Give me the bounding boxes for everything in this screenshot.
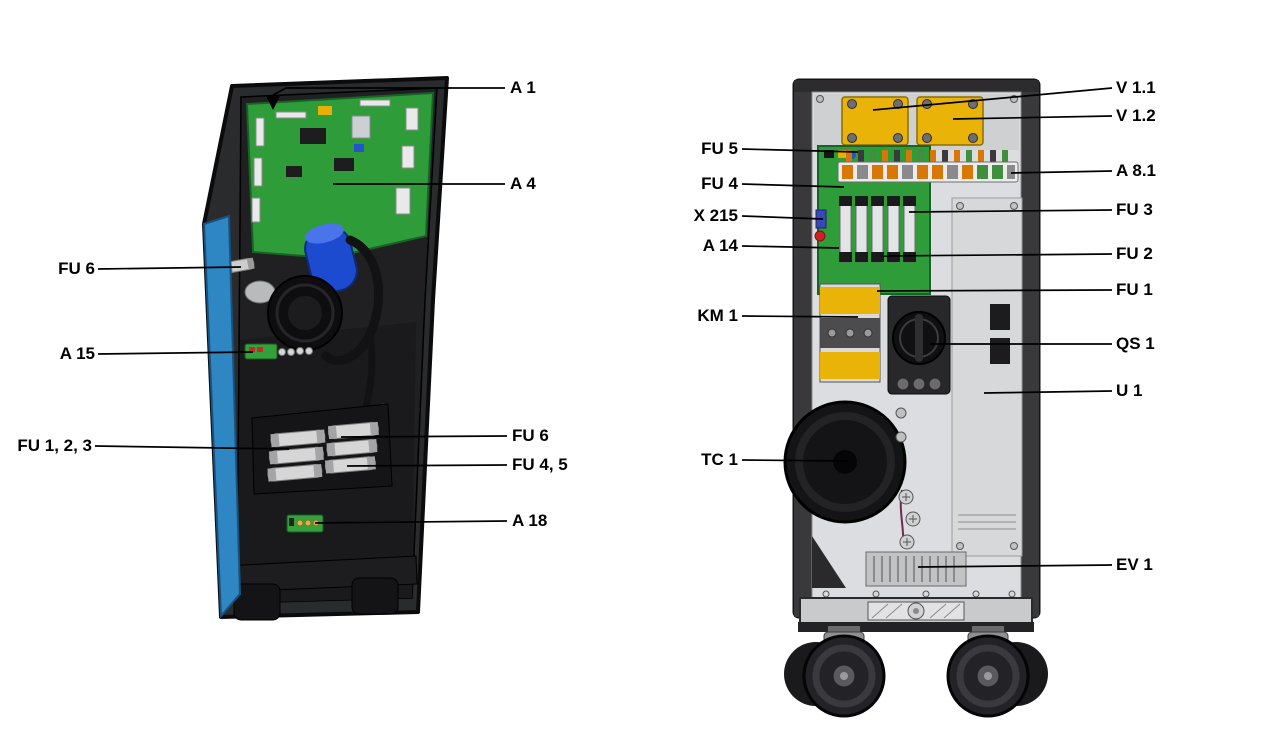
leader-a1 [272, 87, 505, 96]
capacitor [304, 223, 358, 294]
label-fu1: FU 1 [1116, 280, 1153, 299]
label-fu6-lower: FU 6 [512, 426, 549, 445]
label-ev1: EV 1 [1116, 555, 1153, 574]
leader-a15 [97, 351, 254, 355]
main-switch-qs1 [887, 295, 951, 395]
inverter-panel-u1 [951, 197, 1023, 557]
label-a14: A 14 [702, 236, 738, 255]
terminal-strip-a81 [837, 150, 1019, 183]
left-device [202, 76, 449, 621]
label-a81: A 8.1 [1116, 161, 1157, 180]
stud-terminals [895, 407, 921, 550]
leader-x215 [741, 215, 824, 220]
leader-fu1 [876, 289, 1113, 292]
leader-fu5 [741, 148, 859, 153]
label-v12: V 1.2 [1116, 106, 1156, 125]
base-and-casters [784, 597, 1048, 718]
rectifier-modules [814, 94, 1019, 150]
blue-side-panel [202, 214, 242, 619]
label-fu123: FU 1, 2, 3 [17, 436, 92, 455]
module-v12 [916, 96, 984, 146]
label-v11: V 1.1 [1116, 78, 1156, 97]
label-fu45: FU 4, 5 [512, 455, 568, 474]
leader-fu2 [883, 253, 1113, 257]
right-device [783, 78, 1048, 718]
leader-a18 [314, 520, 508, 524]
device-base [222, 555, 418, 621]
leader-tc1 [741, 459, 849, 462]
label-fu6-upper: FU 6 [58, 259, 95, 278]
label-fu3: FU 3 [1116, 200, 1153, 219]
label-a18: A 18 [512, 511, 548, 530]
leader-km1 [741, 315, 859, 318]
leader-fu6-lower [340, 435, 508, 438]
leader-ev1 [917, 564, 1113, 568]
leader-fu123 [94, 445, 290, 450]
leader-a81 [1010, 170, 1113, 174]
fuse-group [267, 421, 379, 482]
leader-lines [94, 87, 1113, 568]
leader-fu4 [741, 183, 845, 188]
label-a4: A 4 [510, 174, 536, 193]
leader-fu45 [346, 464, 508, 467]
fan-grill-ev1 [812, 536, 1016, 598]
leader-a1-arrowhead [266, 96, 280, 110]
board-a18 [286, 514, 324, 533]
leader-a14 [741, 245, 840, 249]
label-fu5: FU 5 [701, 139, 738, 158]
label-km1: KM 1 [697, 306, 738, 325]
leader-v12 [952, 115, 1113, 120]
leader-fu3 [908, 209, 1113, 213]
leader-v11 [872, 87, 1113, 111]
label-qs1: QS 1 [1116, 334, 1155, 353]
pcb-a4 [245, 91, 435, 260]
leader-u1 [983, 390, 1113, 394]
label-u1: U 1 [1116, 381, 1143, 400]
transformer-tc1 [783, 400, 907, 524]
label-x215: X 215 [693, 206, 738, 225]
label-fu4: FU 4 [701, 174, 738, 193]
label-a15: A 15 [59, 344, 95, 363]
board-a15 [244, 343, 313, 360]
leader-fu6-upper [97, 266, 242, 270]
label-tc1: TC 1 [701, 450, 738, 469]
label-a1: A 1 [510, 78, 536, 97]
contactor-km1 [819, 283, 881, 383]
fan [267, 275, 343, 351]
label-fu2: FU 2 [1116, 244, 1153, 263]
